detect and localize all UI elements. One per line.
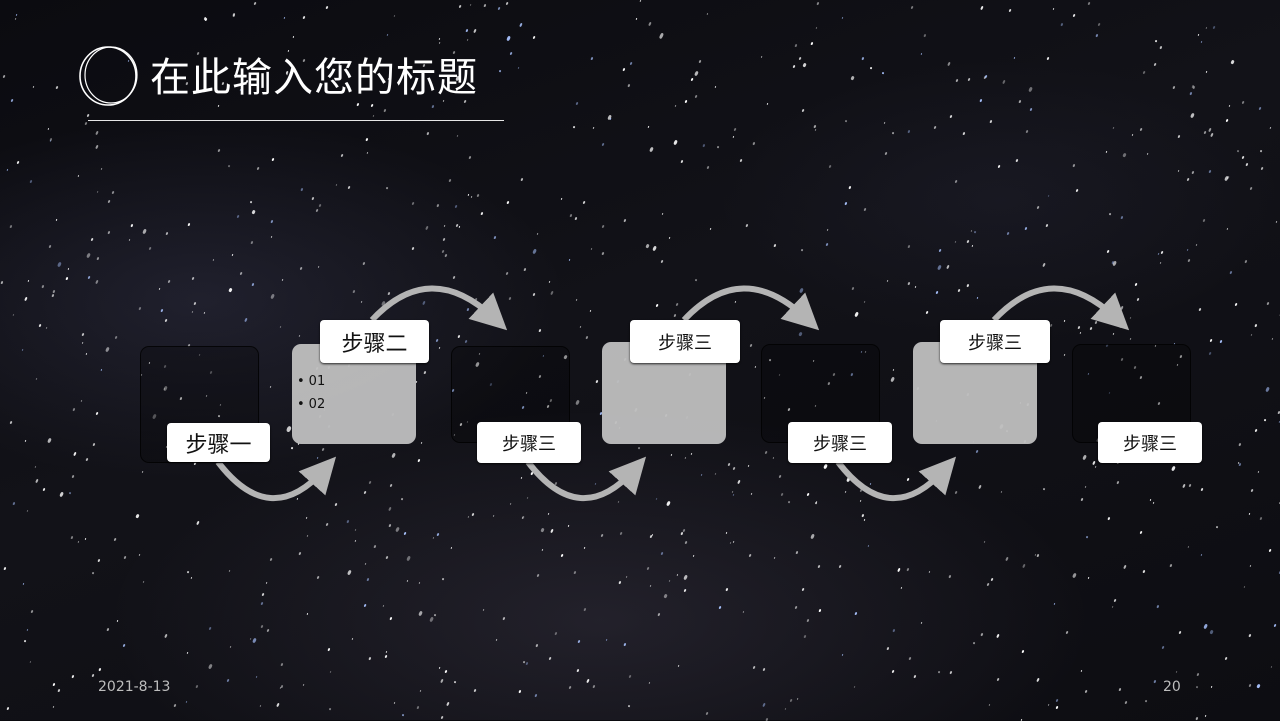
title-underline [88, 120, 504, 121]
footer-date: 2021-8-13 [98, 679, 171, 695]
page-number: 20 [1163, 679, 1181, 695]
step-7-label-text: 步骤三 [1123, 433, 1177, 455]
step-7-label[interactable]: 步骤三 [1098, 422, 1202, 463]
step-2-bullet-list: 01 02 [297, 370, 326, 416]
bullet-item[interactable]: 01 [297, 370, 326, 393]
step-3-label[interactable]: 步骤三 [477, 422, 581, 463]
step-4-label[interactable]: 步骤三 [630, 320, 740, 363]
step-4-label-text: 步骤三 [658, 332, 712, 354]
step-5-label-text: 步骤三 [813, 433, 867, 455]
step-1-label[interactable]: 步骤一 [167, 423, 270, 462]
slide-title[interactable]: 在此输入您的标题 [150, 55, 478, 101]
step-2-label-text: 步骤二 [341, 331, 408, 357]
step-6-label-text: 步骤三 [968, 332, 1022, 354]
bullet-item[interactable]: 02 [297, 393, 326, 416]
step-1-label-text: 步骤一 [185, 432, 252, 458]
step-5-label[interactable]: 步骤三 [788, 422, 892, 463]
step-3-label-text: 步骤三 [502, 433, 556, 455]
step-2-label[interactable]: 步骤二 [320, 320, 429, 363]
double-ring-icon [79, 46, 138, 106]
step-6-label[interactable]: 步骤三 [940, 320, 1050, 363]
